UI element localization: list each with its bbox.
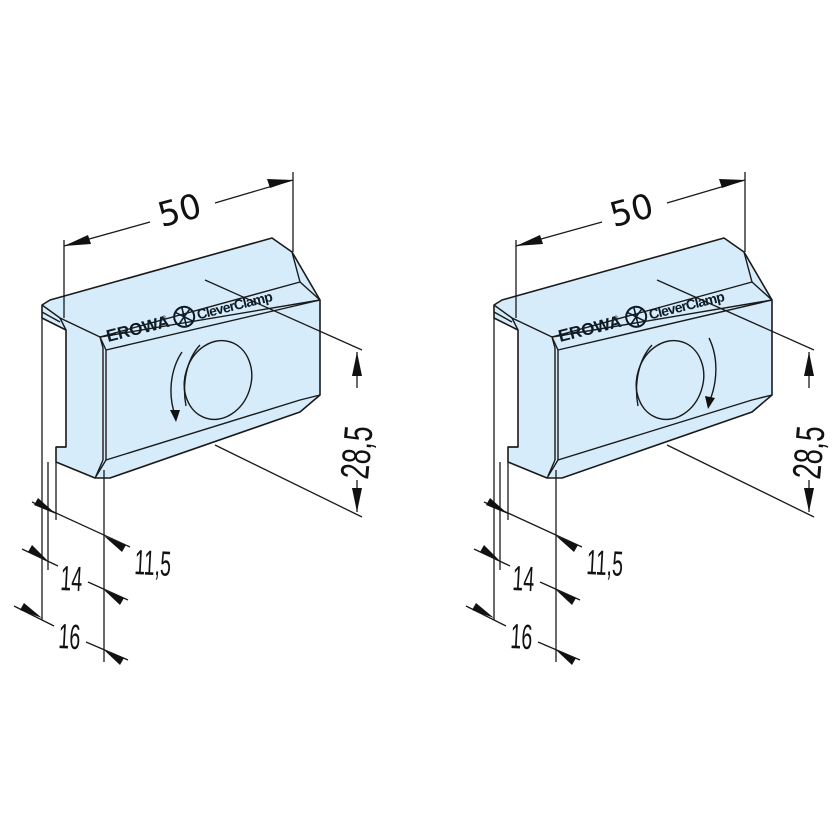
left-dim-depths: 11,5 14 16 [13, 318, 173, 665]
svg-text:50: 50 [606, 186, 658, 236]
svg-text:11,5: 11,5 [586, 543, 625, 584]
svg-text:®: ® [161, 314, 168, 322]
right-clamp-part: EROWA ® CleverClamp 50 28,5 [465, 172, 834, 665]
left-clamp-body [41, 237, 321, 479]
svg-text:14: 14 [60, 559, 84, 600]
svg-text:11,5: 11,5 [134, 543, 173, 584]
rotation-ccw-icon [170, 351, 183, 422]
svg-text:50: 50 [154, 186, 206, 236]
right-dim-depths: 11,5 14 16 [465, 318, 625, 665]
right-clamp-body [493, 237, 773, 479]
svg-text:28,5: 28,5 [333, 424, 382, 481]
right-dim-height: 28,5 [656, 279, 834, 518]
svg-text:16: 16 [58, 617, 82, 658]
left-dim-height: 28,5 [204, 279, 382, 518]
svg-text:14: 14 [512, 559, 536, 600]
rotation-cw-icon [705, 337, 717, 409]
svg-text:®: ® [613, 314, 620, 322]
svg-text:16: 16 [510, 617, 534, 658]
left-dim-width: 50 [63, 172, 294, 318]
svg-text:28,5: 28,5 [785, 424, 834, 481]
left-clamp-part: EROWA ® CleverClamp 50 28,5 [13, 172, 382, 665]
